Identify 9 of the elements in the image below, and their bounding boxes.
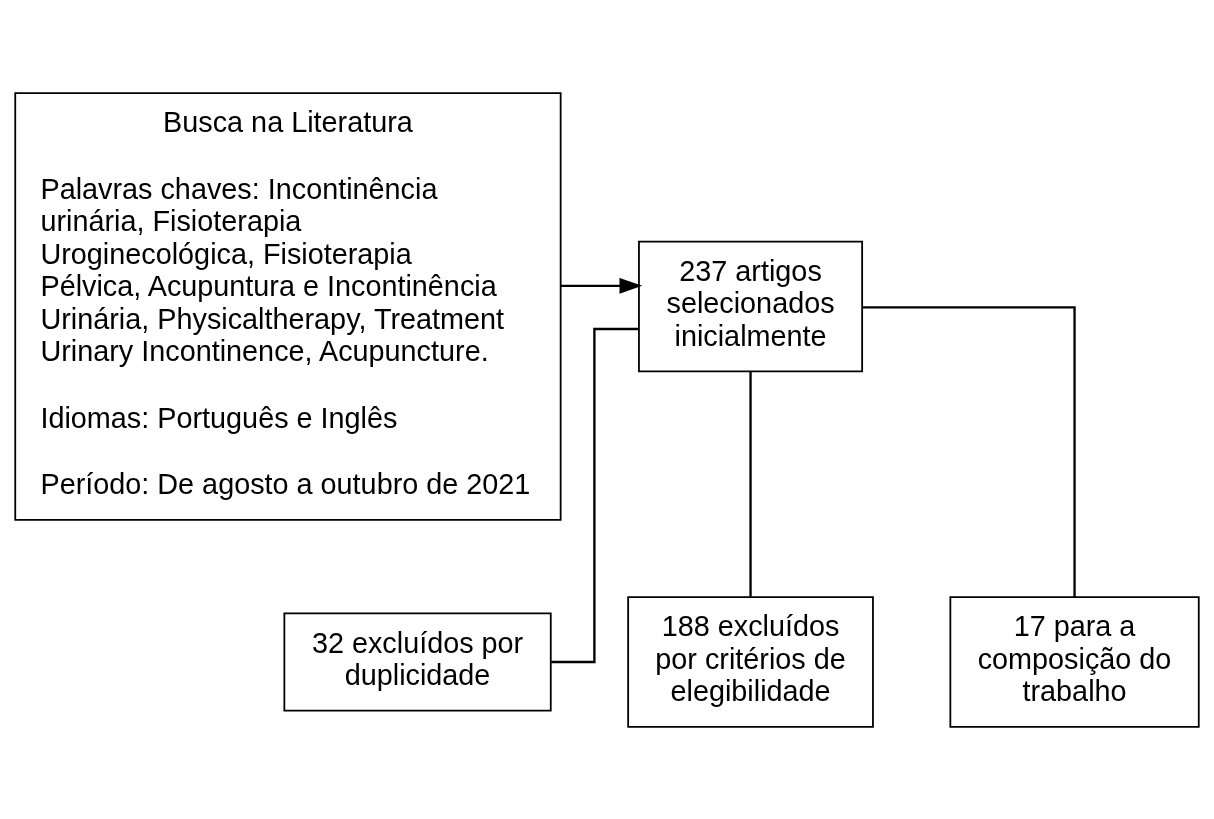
node-box: Busca na Literatura Palavras chaves: Incontinência urinária, Fisioterapia Uroginecológica, Fisioterapia Pélvica, Acupuntura e Incontinência Urinária, Physicaltherapy, Treatment Urinary Incontinence, Acupuncture. Idiomas: Português e Inglês Período: De agosto a outubro de 2021 bbox=[14, 91, 562, 521]
node-box: 17 para a composição do trabalho bbox=[949, 595, 1200, 728]
arrow bbox=[561, 277, 643, 294]
node-box: 32 excluídos por duplicidade bbox=[283, 612, 552, 711]
connector bbox=[551, 327, 639, 663]
node-box: 188 excluídos por critérios de elegibilidade bbox=[627, 595, 874, 728]
connector bbox=[862, 305, 1076, 597]
node-box: 237 artigos selecionados inicialmente bbox=[638, 240, 864, 372]
connector bbox=[749, 371, 752, 597]
